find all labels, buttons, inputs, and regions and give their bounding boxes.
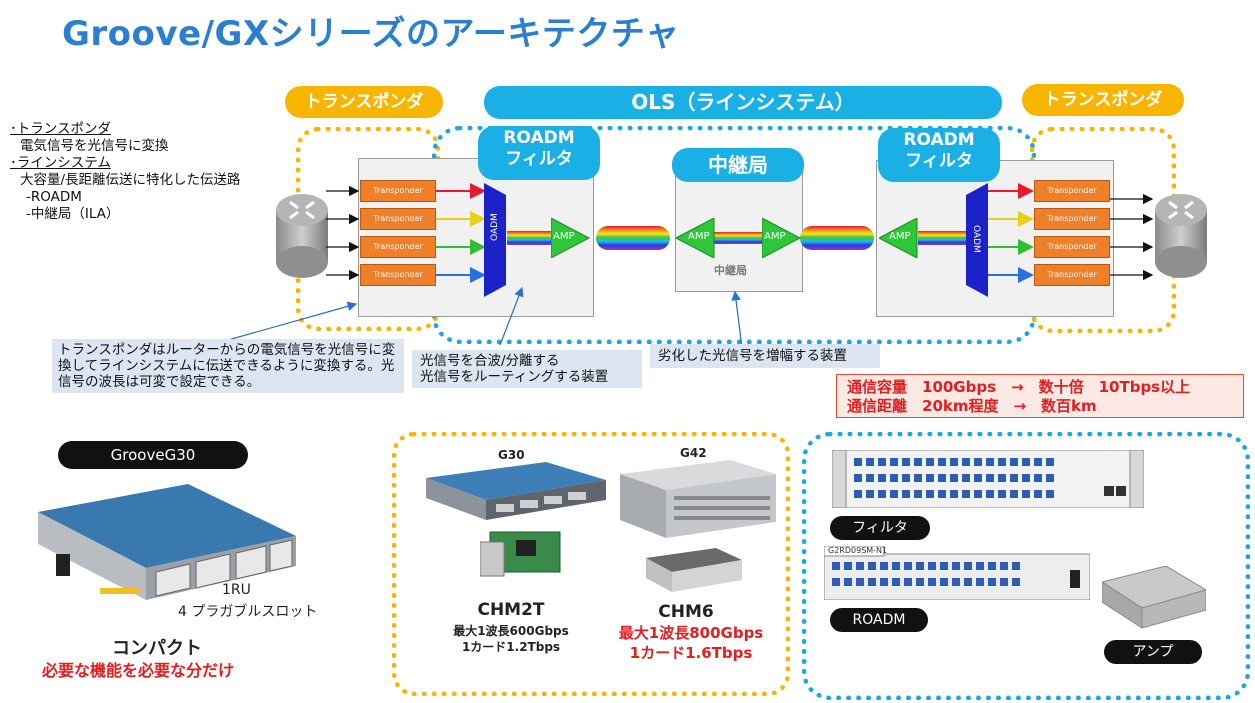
repeater-small-label: 中継局	[714, 264, 747, 277]
compact-tagline: 必要な機能を必要な分だけ	[42, 661, 235, 680]
oadm-left	[484, 183, 506, 297]
ols-products-region	[802, 432, 1250, 700]
ols-label: OLS（ラインシステム）	[484, 86, 1002, 119]
side-note-ila: -中継局（ILA）	[26, 206, 120, 222]
fiber-segment	[507, 231, 553, 245]
amp-right-node	[879, 218, 918, 258]
router-icon-left	[276, 194, 328, 278]
amp-label: AMP	[553, 231, 575, 242]
roadm-model-label: G2RD09SM-N1	[828, 546, 888, 555]
oadm-left-label: OADM	[490, 213, 500, 241]
repeater-label: 中継局	[672, 148, 804, 182]
transponder-label-left: トランスポンダ	[285, 86, 443, 118]
g30-ru-label: 1RU	[222, 582, 251, 598]
transponder-unit: Transponder	[1034, 264, 1110, 286]
repeater-callout: 劣化した光信号を増幅する装置	[650, 344, 880, 368]
chm2t-spec1: 最大1波長600Gbps	[453, 624, 569, 638]
amp-left-node	[551, 218, 591, 258]
oadm-right	[966, 183, 988, 297]
amp-label: AMP	[688, 231, 710, 242]
transponder-products-region	[392, 432, 790, 696]
roadm-filter-label-right: ROADM フィルタ	[878, 128, 1000, 182]
side-note-linesystem-desc: 大容量/長距離伝送に特化した伝送路	[20, 172, 241, 188]
g42-device-image	[620, 460, 776, 538]
g30-device-image	[426, 462, 606, 520]
side-note-roadm: -ROADM	[26, 189, 82, 205]
groove-g30-label: GrooveG30	[58, 441, 248, 469]
g30-slots-label: 4 プラガブルスロット	[178, 604, 318, 620]
transponder-unit: Transponder	[360, 180, 436, 202]
chm6-spec1: 最大1波長800Gbps	[618, 624, 764, 642]
signal-lines	[227, 183, 1154, 349]
transponder-unit: Transponder	[1034, 208, 1110, 230]
page-title: Groove/GXシリーズのアーキテクチャ	[62, 14, 680, 54]
chm2t-card-image	[480, 531, 561, 577]
amp-label: AMP	[889, 231, 911, 242]
transponder-callout: トランスポンダはルーターからの電気信号を光信号に変換してラインシステムに伝送でき…	[52, 339, 404, 393]
amp-label: AMP	[764, 231, 786, 242]
amp-repeater-east	[762, 218, 802, 258]
transponder-unit: Transponder	[360, 236, 436, 258]
side-note-transponder-desc: 電気信号を光信号に変換	[20, 138, 169, 154]
chm6-name: CHM6	[658, 602, 714, 622]
roadm-device-image	[824, 546, 1090, 600]
transponder-unit: Transponder	[360, 264, 436, 286]
fiber-link-left	[596, 226, 670, 250]
router-icon-right	[1155, 194, 1207, 278]
filter-device-image	[832, 450, 1144, 508]
chm6-card-image	[646, 548, 742, 592]
fiber-segment	[918, 231, 966, 245]
transponder-label-right: トランスポンダ	[1022, 84, 1184, 116]
roadm-filter-label-left: ROADM フィルタ	[478, 126, 600, 180]
transponder-unit: Transponder	[360, 208, 436, 230]
capacity-box: 通信容量 100Gbps → 数十倍 10Tbps以上 通信距離 20km程度 …	[836, 374, 1244, 418]
groove-g30-chassis	[38, 484, 296, 600]
side-note-linesystem: ･ラインシステム	[10, 155, 111, 171]
transponder-unit: Transponder	[1034, 236, 1110, 258]
amp-device-image	[1102, 566, 1206, 629]
fiber-link-right	[800, 226, 874, 250]
side-note-transponder: ･トランスポンダ	[10, 121, 111, 137]
g42-model-label: G42	[680, 446, 707, 460]
compact-label: コンパクト	[112, 638, 202, 659]
chm2t-spec2: 1カード1.2Tbps	[461, 640, 561, 654]
distance-line: 通信距離 20km程度 → 数百km	[847, 397, 1097, 415]
side-notes: ･トランスポンダ 電気信号を光信号に変換 ･ラインシステム 大容量/長距離伝送に…	[10, 121, 241, 223]
roadm-label: ROADM	[830, 608, 928, 632]
g30-model-label: G30	[498, 448, 525, 462]
oadm-right-label: OADM	[971, 225, 981, 253]
capacity-line: 通信容量 100Gbps → 数十倍 10Tbps以上	[847, 378, 1191, 396]
chm6-spec2: 1カード1.6Tbps	[629, 644, 753, 662]
transponder-unit: Transponder	[1034, 180, 1110, 202]
roadm-callout: 光信号を合波/分離する 光信号をルーティングする装置	[412, 350, 642, 388]
amp-repeater-west	[676, 218, 715, 258]
fiber-segment	[714, 232, 764, 244]
amp-product-label: アンプ	[1104, 640, 1202, 664]
chm2t-name: CHM2T	[477, 600, 545, 620]
filter-label: フィルタ	[830, 516, 930, 540]
